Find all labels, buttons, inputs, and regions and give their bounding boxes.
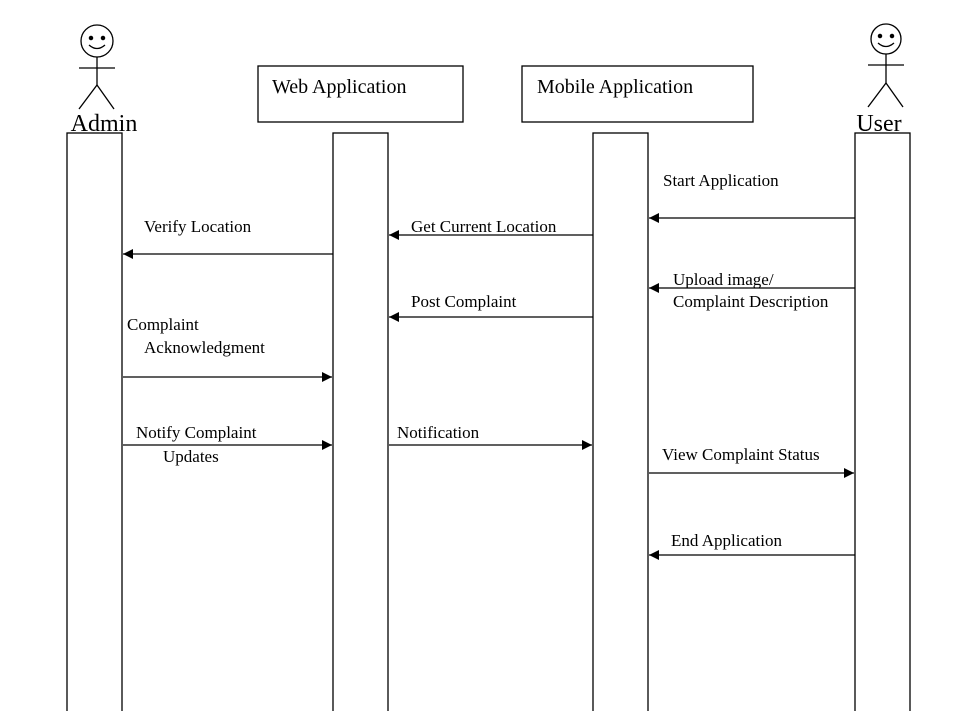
web-application-lifeline: [332, 132, 389, 711]
web-application-box: Web Application: [257, 65, 464, 123]
message-label: View Complaint Status: [662, 445, 820, 464]
mobile-application-label: Mobile Application: [537, 76, 693, 98]
message-label: Notification: [397, 423, 480, 442]
message-label: Notify Complaint: [136, 423, 257, 442]
message-complaint-acknowledgment: Complaint Acknowledgment: [123, 315, 332, 382]
message-verify-location: Verify Location: [123, 217, 333, 259]
admin-lifeline: [66, 132, 123, 711]
message-end-application: End Application: [649, 531, 855, 560]
message-notify-complaint-updates: Notify Complaint Updates: [123, 423, 332, 466]
message-get-current-location: Get Current Location: [389, 217, 593, 240]
mobile-application-box: Mobile Application: [521, 65, 754, 123]
user-stick-figure-icon: [867, 23, 904, 108]
web-application-label: Web Application: [272, 76, 406, 98]
user-actor: User: [856, 23, 904, 137]
message-post-complaint: Post Complaint: [389, 292, 593, 322]
message-label: Verify Location: [144, 217, 252, 236]
message-label: Get Current Location: [411, 217, 557, 236]
message-start-application: Start Application: [649, 171, 855, 223]
message-upload-image: Upload image/ Complaint Description: [649, 270, 855, 311]
message-label: Complaint: [127, 315, 199, 334]
message-label: Start Application: [663, 171, 779, 190]
message-notification: Notification: [389, 423, 592, 450]
message-label: Complaint Description: [673, 292, 829, 311]
message-label: Post Complaint: [411, 292, 517, 311]
admin-stick-figure-icon: [78, 24, 115, 110]
message-label: Upload image/: [673, 270, 774, 289]
user-lifeline: [854, 132, 911, 711]
message-view-complaint-status: View Complaint Status: [649, 445, 854, 478]
admin-actor: Admin: [71, 24, 137, 137]
message-label: Updates: [163, 447, 219, 466]
mobile-application-lifeline: [592, 132, 649, 711]
message-label: Acknowledgment: [144, 338, 265, 357]
message-label: End Application: [671, 531, 782, 550]
